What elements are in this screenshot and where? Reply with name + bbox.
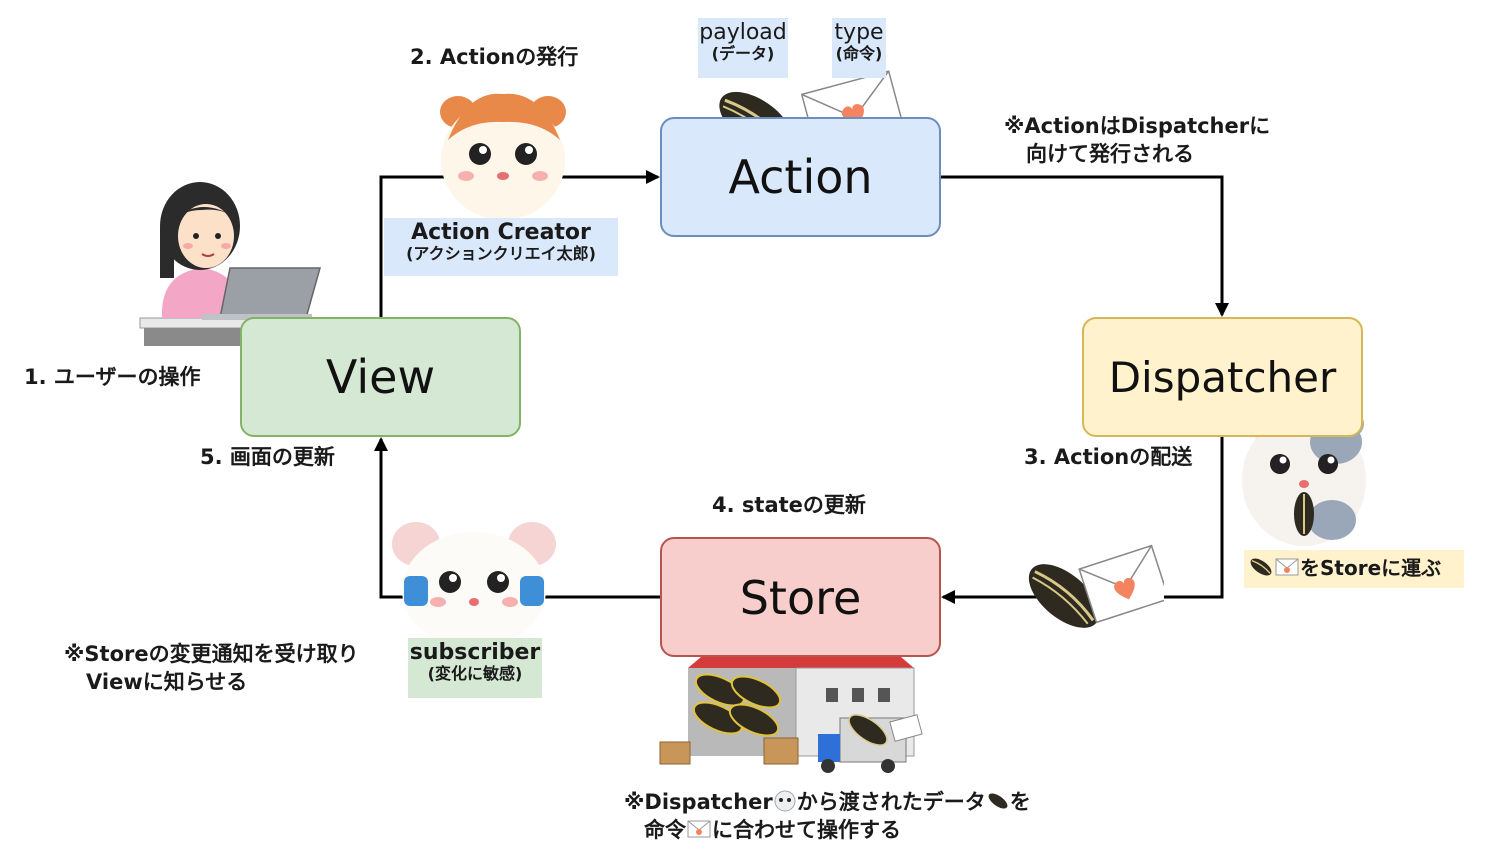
subscriber-note-line1: ※Storeの変更通知を受け取り bbox=[64, 642, 359, 666]
user-at-laptop-illustration bbox=[139, 182, 321, 346]
store-note-line2-part1: 命令 bbox=[644, 818, 686, 842]
payload-chip: payload (データ) bbox=[698, 18, 788, 78]
arrow-store-to-view bbox=[374, 437, 660, 599]
action-node-label: Action bbox=[728, 150, 873, 204]
action-note: ※ActionはDispatcherに 向けて発行される bbox=[1004, 112, 1270, 168]
letter-icon bbox=[687, 820, 711, 838]
store-note-part1: ※Dispatcher bbox=[624, 790, 773, 814]
type-chip: type (命令) bbox=[832, 18, 886, 78]
action-node: Action bbox=[660, 117, 941, 237]
subscriber-chip: subscriber (変化に敏感) bbox=[408, 638, 542, 698]
subscriber-note: ※Storeの変更通知を受け取り Viewに知らせる bbox=[64, 640, 359, 696]
carry-to-store-label: をStoreに運ぶ bbox=[1300, 556, 1442, 580]
step-dispatch-action: 3. Actionの配送 bbox=[1024, 445, 1193, 469]
step-issue-action: 2. Actionの発行 bbox=[410, 45, 579, 69]
store-note-part2: から渡されたデータ bbox=[796, 790, 986, 814]
arrow-view-to-action bbox=[379, 170, 660, 317]
action-note-line2: 向けて発行される bbox=[1026, 142, 1194, 166]
dispatcher-node: Dispatcher bbox=[1082, 317, 1363, 437]
payload-sub-label: (データ) bbox=[711, 44, 775, 64]
carry-to-store-chip: をStoreに運ぶ bbox=[1244, 550, 1464, 588]
action-creator-label: Action Creator bbox=[411, 220, 591, 245]
warehouse-illustration bbox=[659, 624, 923, 773]
store-note-line2-part2: に合わせて操作する bbox=[712, 818, 901, 842]
store-node-label: Store bbox=[739, 571, 862, 625]
store-note: ※Dispatcher から渡されたデータを 命令 に合わせて操作する bbox=[624, 788, 1031, 844]
store-note-line1: ※Dispatcher から渡されたデータを bbox=[624, 788, 1031, 816]
hamster-action-creator-illustration bbox=[440, 93, 566, 220]
step-update-state: 4. stateの更新 bbox=[712, 493, 866, 517]
subscriber-note-line2: Viewに知らせる bbox=[86, 670, 248, 694]
store-node: Store bbox=[660, 537, 941, 657]
step-update-screen: 5. 画面の更新 bbox=[200, 445, 335, 469]
seed-and-letter-delivery-illustration bbox=[1028, 544, 1164, 628]
arrow-action-to-dispatcher bbox=[941, 175, 1229, 317]
subscriber-label: subscriber bbox=[409, 640, 541, 665]
type-sub-label: (命令) bbox=[835, 44, 883, 64]
payload-label: payload bbox=[699, 20, 787, 45]
view-node-label: View bbox=[325, 350, 436, 404]
seed-icon bbox=[988, 793, 1008, 809]
seed-icon bbox=[1250, 558, 1272, 576]
subscriber-sub-label: (変化に敏感) bbox=[427, 664, 523, 684]
hamster-subscriber-illustration bbox=[392, 522, 556, 648]
store-note-part3: を bbox=[1009, 790, 1031, 814]
action-note-line1: ※ActionはDispatcherに bbox=[1004, 114, 1271, 138]
letter-icon bbox=[1275, 558, 1299, 576]
type-label: type bbox=[834, 20, 884, 45]
view-node: View bbox=[240, 317, 521, 437]
step-user-operation: 1. ユーザーの操作 bbox=[24, 365, 201, 389]
action-creator-sub-label: (アクションクリエイ太郎) bbox=[406, 244, 596, 264]
action-creator-chip: Action Creator (アクションクリエイ太郎) bbox=[384, 218, 618, 276]
store-note-line2: 命令 に合わせて操作する bbox=[624, 816, 1031, 844]
hamster-icon bbox=[774, 790, 796, 812]
dispatcher-node-label: Dispatcher bbox=[1108, 352, 1337, 402]
